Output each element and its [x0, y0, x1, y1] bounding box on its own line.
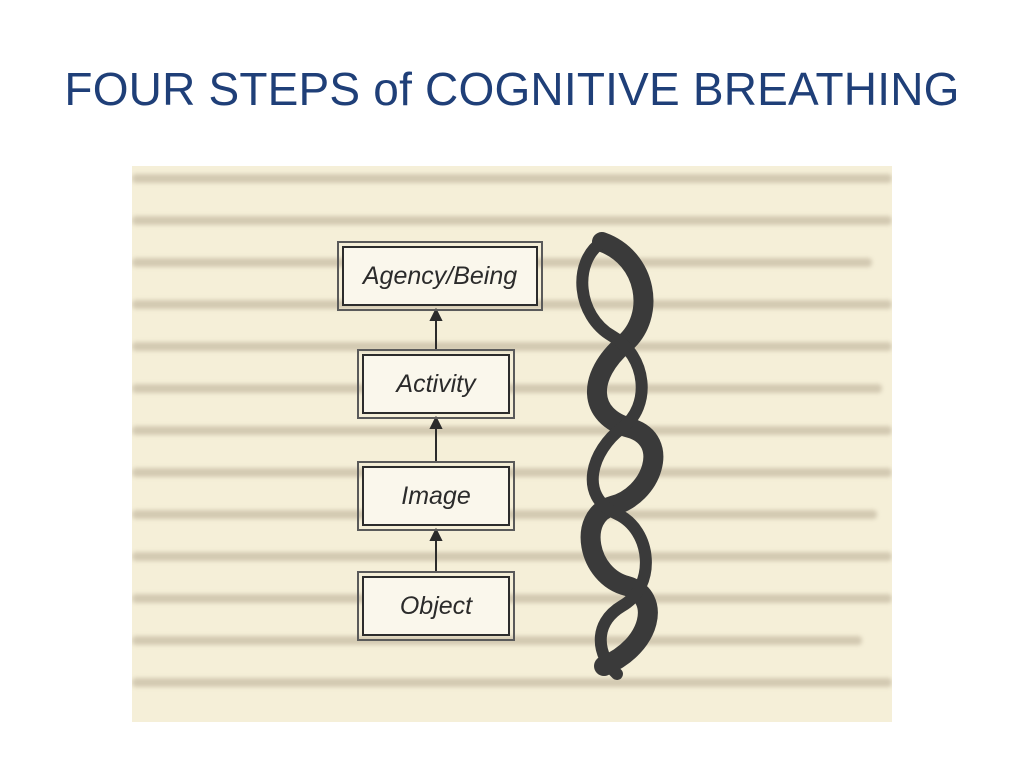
scanned-book-page-figure: Agency/Being Activity Image Object — [132, 166, 892, 722]
step-box-agency-being: Agency/Being — [337, 241, 543, 311]
step-label: Agency/Being — [362, 261, 518, 290]
slide-title: FOUR STEPS of COGNITIVE BREATHING — [64, 63, 960, 115]
step-label: Image — [401, 481, 471, 510]
step-box-image: Image — [357, 461, 515, 531]
step-box-activity: Activity — [357, 349, 515, 419]
step-label: Activity — [396, 369, 476, 398]
step-box-object: Object — [357, 571, 515, 641]
step-label: Object — [399, 591, 473, 620]
